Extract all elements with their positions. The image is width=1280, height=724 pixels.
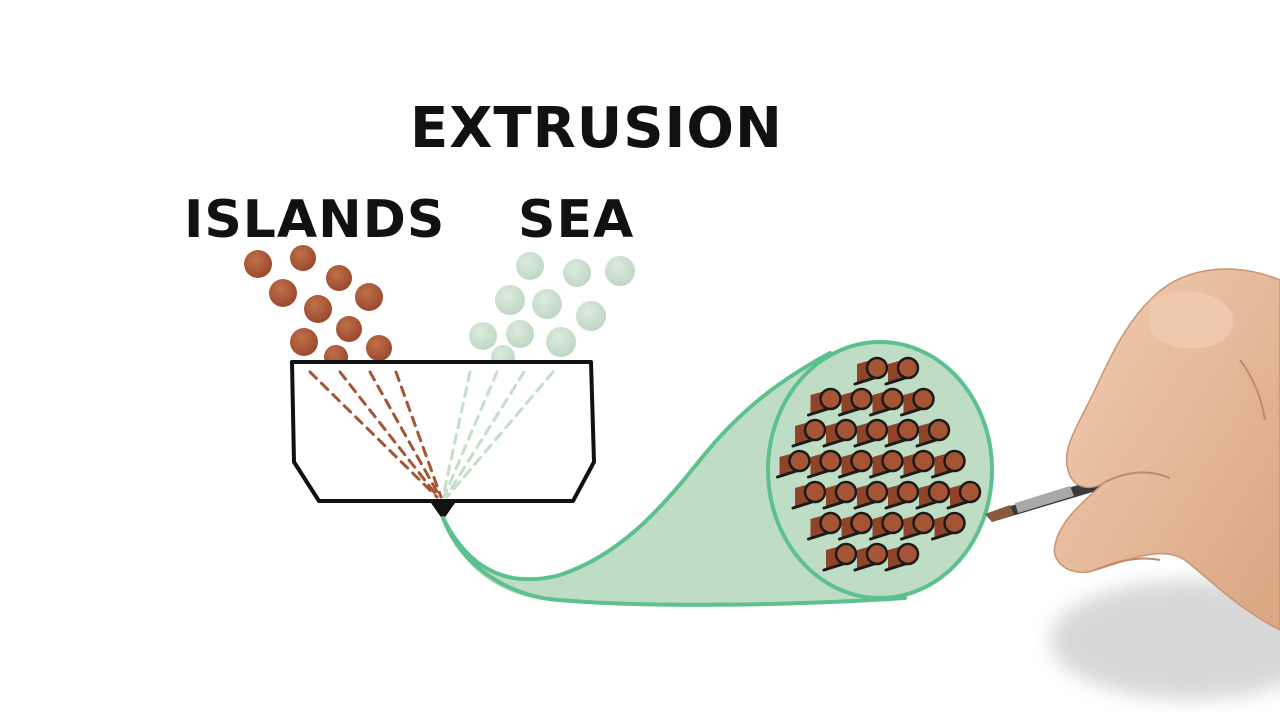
sea-granule [532,289,562,319]
island-fiber [869,511,904,541]
island-granule [355,283,383,311]
island-granule [269,279,297,307]
island-fiber [791,480,827,510]
island-fiber [853,418,889,448]
island-fiber [884,418,920,448]
sea-granule [605,256,635,286]
island-granule [366,335,392,361]
sea-flow-lines [441,370,555,499]
island-fiber [838,511,873,541]
island-flow-lines [308,370,443,499]
island-fiber [869,449,904,479]
island-fiber [946,480,982,510]
sea-granule [495,285,525,315]
island-fiber [931,511,966,541]
hand-holding-pen-icon [985,268,1280,631]
island-fiber [807,387,842,417]
island-fiber [776,449,811,479]
island-fiber [900,449,935,479]
island-granule [336,316,362,342]
island-granule [326,265,352,291]
island-fiber [822,542,858,572]
island-fiber [853,542,889,572]
hand-shadow [1050,580,1280,700]
diagram-title: EXTRUSION [410,96,783,161]
sea-granule [506,320,534,348]
island-granules [244,245,392,369]
island-fiber [869,387,904,417]
island-granule [244,250,272,278]
sea-label: SEA [518,190,635,250]
island-granule [304,295,332,323]
island-fiber [931,449,966,479]
island-fiber [822,418,858,448]
island-fiber [807,511,842,541]
island-fiber [900,387,935,417]
island-fiber [853,356,889,386]
island-fiber [900,511,935,541]
sea-granules [469,252,635,369]
island-granule [290,245,316,271]
island-fiber [853,480,889,510]
island-granule [290,328,318,356]
island-fiber [838,449,873,479]
sea-granule [576,301,606,331]
island-fiber [884,480,920,510]
island-fiber [838,387,873,417]
island-fiber [884,356,920,386]
island-fiber [807,449,842,479]
sea-granule [516,252,544,280]
fiber-cross-section-icon [441,340,994,607]
sea-granule [469,322,497,350]
nozzle-tip [431,503,455,520]
island-fiber [915,418,951,448]
sea-granule [563,259,591,287]
island-fiber [791,418,827,448]
island-fiber [884,542,920,572]
islands-label: ISLANDS [184,190,446,250]
sea-granule [546,327,576,357]
spinneret-icon [290,360,596,520]
island-fiber [822,480,858,510]
fiber-islands [776,356,982,572]
island-fiber [915,480,951,510]
